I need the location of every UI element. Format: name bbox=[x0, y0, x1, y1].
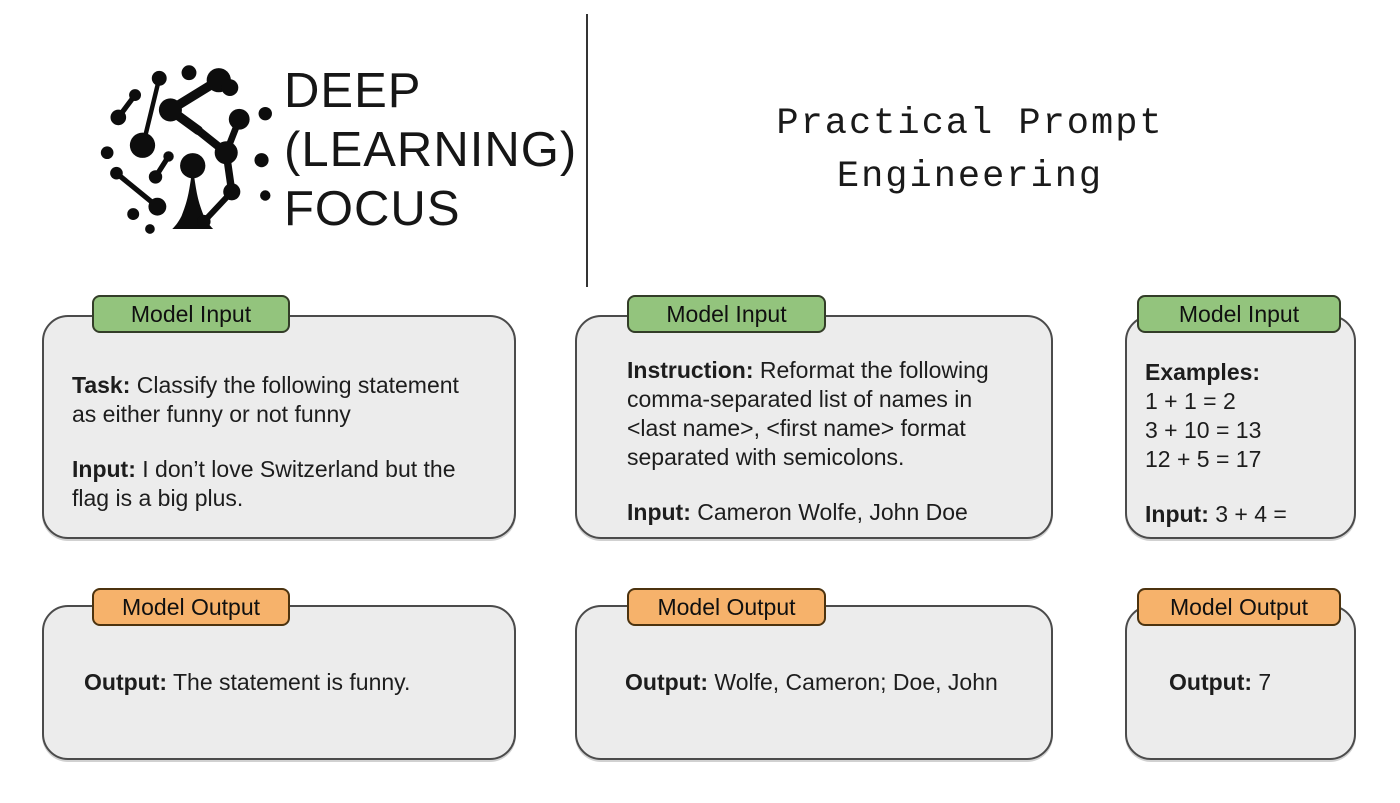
example-line: 12 + 5 = 17 bbox=[1145, 446, 1262, 472]
output-label: Output: bbox=[84, 669, 168, 695]
page-title-line-1: Practical Prompt bbox=[776, 103, 1164, 145]
brand-wordmark: DEEP (LEARNING) FOCUS bbox=[284, 62, 577, 239]
model-input-card-3: Examples: 1 + 1 = 2 3 + 10 = 13 12 + 5 =… bbox=[1125, 315, 1356, 539]
output-text: Wolfe, Cameron; Doe, John bbox=[708, 669, 998, 695]
output-text: 7 bbox=[1252, 669, 1272, 695]
page-title: Practical Prompt Engineering bbox=[610, 98, 1330, 204]
example-line: 3 + 10 = 13 bbox=[1145, 417, 1262, 443]
input-paragraph: Input: Cameron Wolfe, John Doe bbox=[627, 498, 999, 527]
output-label: Output: bbox=[1169, 669, 1253, 695]
model-input-card-2: Instruction: Reformat the following comm… bbox=[575, 315, 1053, 539]
task-text: Classify the following statement as eith… bbox=[72, 372, 459, 427]
input-paragraph: Input: 3 + 4 = bbox=[1145, 500, 1344, 529]
examples-label: Examples: bbox=[1145, 359, 1261, 385]
output-paragraph: Output: 7 bbox=[1169, 668, 1271, 697]
input-label: Input: bbox=[72, 456, 136, 482]
examples-heading: Examples: bbox=[1145, 358, 1344, 387]
tab-label: Model Input bbox=[130, 300, 252, 327]
input-paragraph: Input: I don’t love Switzerland but the … bbox=[72, 455, 482, 513]
model-input-tab-3: Model Input bbox=[1137, 295, 1341, 333]
brand-line-2: (LEARNING) bbox=[284, 123, 578, 177]
brand-line-3: FOCUS bbox=[284, 182, 461, 236]
tab-label: Model Output bbox=[657, 593, 796, 620]
task-paragraph: Task: Classify the following statement a… bbox=[72, 371, 482, 429]
tab-label: Model Input bbox=[1178, 300, 1300, 327]
input-text: I don’t love Switzerland but the flag is… bbox=[72, 456, 456, 511]
page-title-line-2: Engineering bbox=[836, 156, 1104, 198]
neural-network-logo-icon bbox=[100, 65, 272, 234]
model-output-tab-3: Model Output bbox=[1137, 588, 1341, 626]
instruction-text: Reformat the following comma-separated l… bbox=[627, 357, 989, 470]
output-text: The statement is funny. bbox=[167, 669, 411, 695]
model-output-card-3: Output: 7 bbox=[1125, 605, 1356, 760]
model-output-tab-1: Model Output bbox=[92, 588, 290, 626]
tab-label: Model Output bbox=[1169, 593, 1309, 620]
input-label: Input: bbox=[627, 499, 691, 525]
instruction-paragraph: Instruction: Reformat the following comm… bbox=[627, 356, 999, 472]
output-label: Output: bbox=[625, 669, 709, 695]
tab-label: Model Input bbox=[666, 300, 787, 327]
task-label: Task: bbox=[72, 372, 131, 398]
input-label: Input: bbox=[1145, 501, 1209, 527]
input-text: Cameron Wolfe, John Doe bbox=[690, 499, 968, 525]
model-output-card-1: Output: The statement is funny. bbox=[42, 605, 516, 760]
tab-label: Model Output bbox=[121, 593, 261, 620]
model-output-card-2: Output: Wolfe, Cameron; Doe, John bbox=[575, 605, 1053, 760]
brand-line-1: DEEP bbox=[284, 64, 422, 118]
output-paragraph: Output: Wolfe, Cameron; Doe, John bbox=[625, 668, 998, 697]
instruction-label: Instruction: bbox=[627, 357, 754, 383]
model-input-tab-1: Model Input bbox=[92, 295, 290, 333]
examples-block: Examples: 1 + 1 = 2 3 + 10 = 13 12 + 5 =… bbox=[1145, 358, 1344, 474]
model-input-card-1: Task: Classify the following statement a… bbox=[42, 315, 516, 539]
example-line: 1 + 1 = 2 bbox=[1145, 388, 1236, 414]
header-divider bbox=[586, 14, 588, 287]
input-text: 3 + 4 = bbox=[1208, 501, 1287, 527]
output-paragraph: Output: The statement is funny. bbox=[84, 668, 410, 697]
model-output-tab-2: Model Output bbox=[627, 588, 826, 626]
model-input-tab-2: Model Input bbox=[627, 295, 826, 333]
